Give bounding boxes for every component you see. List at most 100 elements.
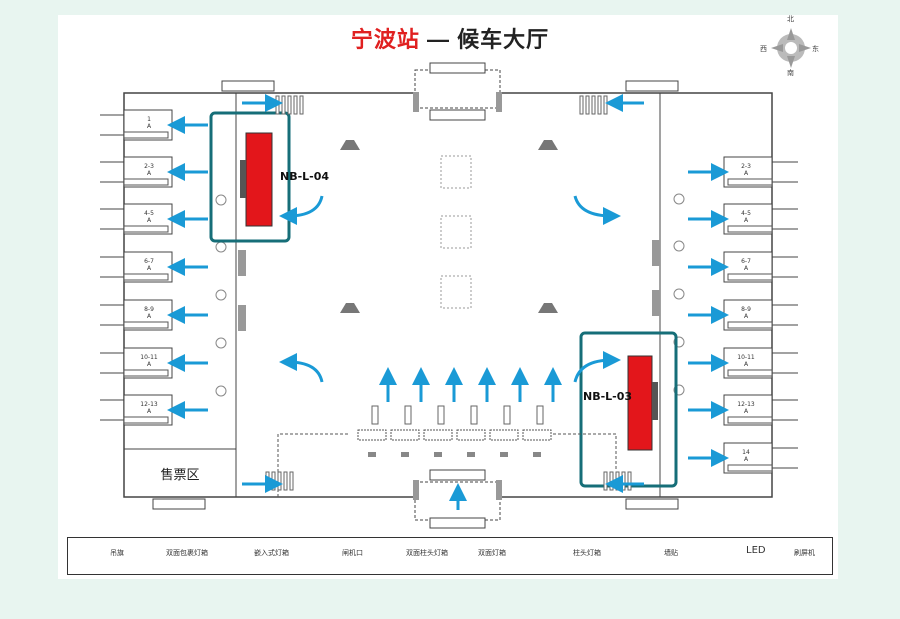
gate-pillar <box>470 405 478 425</box>
led-screen-left <box>245 132 273 227</box>
legend-embedded-lightbox: 嵌入式灯箱 <box>254 549 289 557</box>
legend-led: LED <box>746 545 766 556</box>
hanging-sign <box>340 303 360 313</box>
right-gate-label: 14 A <box>742 449 750 463</box>
curve-arrow-icon <box>279 353 324 383</box>
compass-south: 南 <box>787 69 794 77</box>
wall-lightbox <box>413 92 419 112</box>
right-gate-label: 10-11 A <box>737 354 755 368</box>
gate-pillar-lightbox <box>727 369 773 377</box>
gate-slat <box>287 95 292 115</box>
gate-slat <box>271 471 276 491</box>
legend-pillar-lightbox: 柱头灯箱 <box>573 549 601 557</box>
gate-slat <box>281 95 286 115</box>
hanging-sign <box>538 140 558 150</box>
flow-arrows <box>167 94 729 510</box>
led-stand-left <box>240 160 246 198</box>
page-title: 宁波站 — 候车大厅 <box>0 22 900 54</box>
curve-arrow-icon <box>279 195 324 225</box>
south-pillar-lightbox-2 <box>429 517 486 529</box>
wall-lightbox <box>496 92 502 112</box>
gate-turnstile <box>489 429 519 441</box>
wall-lightbox <box>238 305 246 331</box>
gate-turnstile <box>456 429 486 441</box>
wall-lightbox <box>652 290 660 316</box>
compass-icon <box>771 28 811 68</box>
left-gate-label: 12-13 A <box>140 401 158 415</box>
double-lightbox <box>673 288 685 300</box>
legend-hanging-sign: 吊旗 <box>110 549 124 557</box>
double-lightbox <box>673 193 685 205</box>
pillar-lightbox-se <box>625 498 679 510</box>
gate-pillar-lightbox <box>123 225 169 233</box>
gate-slat <box>265 471 270 491</box>
double-lightbox <box>673 240 685 252</box>
gate-pillar-lightbox <box>727 178 773 186</box>
gate-slat <box>603 95 608 115</box>
gate-slat <box>277 471 282 491</box>
pillar-lightbox-ne <box>625 80 679 92</box>
left-gate-boxes <box>100 109 227 426</box>
gate-slat <box>627 471 632 491</box>
gate-slat <box>615 471 620 491</box>
station-name: 宁波站 <box>350 27 420 52</box>
double-lightbox <box>215 194 227 206</box>
card-reader <box>401 452 409 457</box>
north-entrance <box>414 69 501 109</box>
gate-turnstile <box>423 429 453 441</box>
gate-pillar <box>503 405 511 425</box>
pillar-lightbox-sw <box>152 498 206 510</box>
hall-name: 候车大厅 <box>457 27 550 52</box>
gate-turnstile <box>390 429 420 441</box>
led-screen-right <box>627 355 653 451</box>
double-lightbox <box>215 337 227 349</box>
gate-slat <box>283 471 288 491</box>
center-lightbox <box>440 275 472 309</box>
gate-line-left <box>277 433 348 497</box>
gate-slat <box>603 471 608 491</box>
ticket-area: 售票区 <box>160 467 200 483</box>
left-gate-label: 1 A <box>146 116 152 130</box>
right-gate-boxes <box>673 156 798 474</box>
legend-gate: 闸机口 <box>342 549 363 557</box>
gate-slat <box>591 95 596 115</box>
gate-pillar-lightbox <box>123 321 169 329</box>
compass-east: 东 <box>812 45 819 53</box>
gate-pillar <box>404 405 412 425</box>
right-gate-label: 12-13 A <box>737 401 755 415</box>
hanging-sign <box>538 303 558 313</box>
legend-card-reader: 刷屏机 <box>794 549 815 557</box>
gate-slat <box>289 471 294 491</box>
compass-north: 北 <box>787 15 794 23</box>
hanging-sign <box>340 140 360 150</box>
gate-slat <box>579 95 584 115</box>
right-gate-label: 6-7 A <box>741 258 751 272</box>
led-stand-right <box>652 382 658 420</box>
led-label-left: NB-L-04 <box>280 170 330 183</box>
gate-slat <box>275 95 280 115</box>
gate-pillar-lightbox <box>727 273 773 281</box>
gate-pillar-lightbox <box>123 273 169 281</box>
right-gate-label: 8-9 A <box>741 306 751 320</box>
card-reader <box>467 452 475 457</box>
gate-slat <box>597 95 602 115</box>
curve-arrow-icon <box>573 351 621 383</box>
gate-pillar-lightbox <box>727 464 773 472</box>
gate-line-right <box>548 433 617 470</box>
gate-pillar-lightbox <box>123 131 169 139</box>
legend-double-pillar-lightbox: 双面柱头灯箱 <box>406 549 448 557</box>
gate-pillar <box>536 405 544 425</box>
center-lightbox <box>440 215 472 249</box>
south-pillar-lightbox <box>429 469 486 481</box>
gate-pillar-lightbox <box>727 225 773 233</box>
gate-pillar <box>437 405 445 425</box>
card-reader <box>368 452 376 457</box>
gate-pillar-lightbox <box>727 321 773 329</box>
gate-turnstile <box>357 429 387 441</box>
wall-lightbox <box>496 480 502 500</box>
gate-pillar <box>371 405 379 425</box>
card-reader <box>500 452 508 457</box>
legend-wall-sticker: 墙贴 <box>664 549 678 557</box>
gate-pillar-lightbox <box>123 178 169 186</box>
